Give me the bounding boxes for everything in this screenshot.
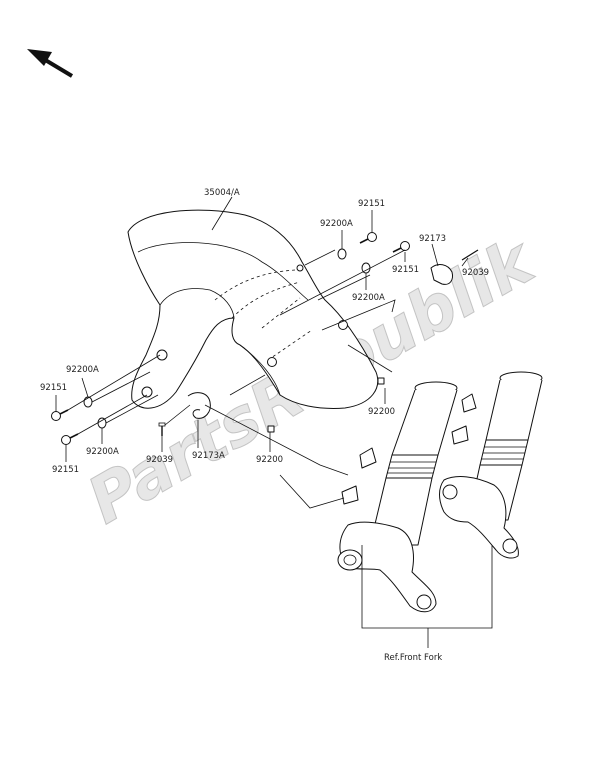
label-92200a-right: 92200A bbox=[352, 293, 385, 303]
label-92151-top: 92151 bbox=[358, 199, 385, 209]
clamp-92173[interactable] bbox=[430, 264, 453, 285]
clip-92173a[interactable] bbox=[187, 392, 211, 419]
nut-92200-right[interactable] bbox=[377, 377, 385, 385]
label-35004-a: 35004/A bbox=[204, 188, 240, 198]
label-92151-right: 92151 bbox=[392, 265, 419, 275]
label-92173a: 92173A bbox=[192, 451, 225, 461]
label-92151-left-upper: 92151 bbox=[40, 383, 67, 393]
label-ref-front-fork: Ref.Front Fork bbox=[384, 653, 442, 663]
label-92200-left: 92200 bbox=[256, 455, 283, 465]
label-92151-left-lower: 92151 bbox=[52, 465, 79, 475]
label-92200-right: 92200 bbox=[368, 407, 395, 417]
nut-92200-left[interactable] bbox=[267, 425, 275, 433]
bolt-92151-top[interactable] bbox=[359, 232, 377, 244]
label-92039-left: 92039 bbox=[146, 455, 173, 465]
label-92039-right: 92039 bbox=[462, 268, 489, 278]
bolt-92151-left-upper[interactable] bbox=[51, 409, 69, 421]
front-fork-left-leg[interactable] bbox=[337, 381, 458, 613]
leader-lines bbox=[55, 196, 493, 648]
washer-92200a-top[interactable] bbox=[337, 248, 347, 260]
front-fender[interactable] bbox=[127, 209, 378, 409]
bolt-92151-right[interactable] bbox=[392, 241, 410, 253]
label-92200a-top: 92200A bbox=[320, 219, 353, 229]
callout-labels: 35004/A 92151 92200A 92173 92151 92039 9… bbox=[40, 188, 489, 663]
front-fork-right-leg[interactable] bbox=[439, 371, 543, 559]
screw-92039-right[interactable] bbox=[461, 249, 479, 261]
label-92200a-left-upper: 92200A bbox=[66, 365, 99, 375]
label-92173: 92173 bbox=[419, 234, 446, 244]
label-92200a-left-lower: 92200A bbox=[86, 447, 119, 457]
washer-92200a-left-lower[interactable] bbox=[97, 417, 107, 429]
front-direction-arrow-icon bbox=[27, 49, 74, 78]
bolt-92151-left-lower[interactable] bbox=[61, 433, 79, 445]
